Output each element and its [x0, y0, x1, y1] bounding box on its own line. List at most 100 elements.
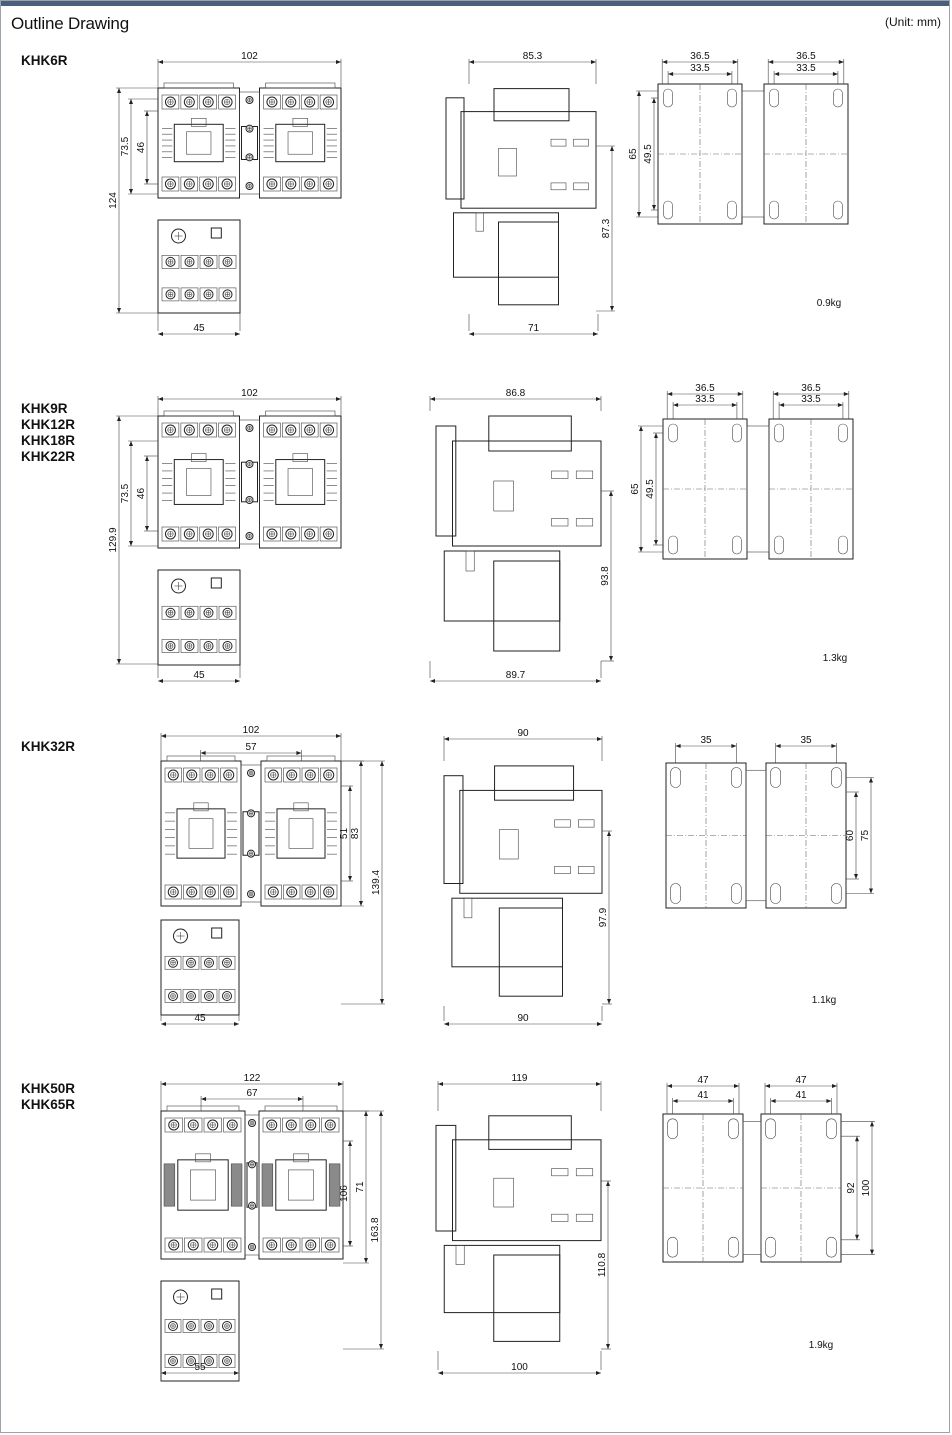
model-name: KHK6R	[21, 53, 68, 68]
front-view	[157, 82, 342, 314]
mounting-slot	[769, 88, 779, 108]
interlock-gap	[741, 90, 765, 218]
weight-label: 0.9kg	[817, 298, 841, 309]
terminal-screw-head	[248, 770, 254, 776]
dimension-label: 122	[244, 1073, 261, 1084]
terminal-cell	[300, 176, 319, 192]
contact-carrier	[186, 468, 212, 496]
side-terminal	[554, 819, 571, 828]
arrow-head	[200, 751, 206, 755]
terminal-cell	[184, 1117, 203, 1133]
terminal-screw-head	[188, 993, 194, 999]
arrow-head	[336, 734, 341, 738]
arrow-head	[728, 1099, 734, 1103]
dimension-label: 102	[241, 51, 258, 62]
page-title: Outline Drawing	[11, 14, 129, 33]
terminal-cell	[201, 884, 219, 900]
terminal-cell	[164, 1237, 183, 1253]
terminal-cell	[180, 605, 199, 620]
terminal-cell	[263, 176, 281, 192]
dimension-label: 87.3	[601, 218, 612, 238]
terminal-cell	[164, 1117, 183, 1133]
dimension-label: 57	[245, 742, 257, 753]
terminal-cell	[319, 422, 338, 438]
terminal-screw-head	[325, 426, 332, 434]
arrow-head	[234, 1371, 239, 1375]
arrow-head	[596, 397, 601, 401]
terminal-cell	[183, 884, 201, 900]
terminal-cell	[283, 767, 301, 783]
mounting-slot	[663, 88, 673, 108]
arrow-head	[731, 403, 737, 407]
terminal-screw-head	[170, 1358, 176, 1364]
dimension-label: 33.5	[695, 394, 715, 405]
contact-carrier	[288, 1169, 314, 1201]
arrow-head	[662, 60, 668, 64]
dimension-label: 47	[697, 1075, 709, 1086]
terminal-cell	[180, 176, 199, 192]
mounting-slot	[668, 423, 678, 443]
test-button	[210, 577, 222, 589]
terminal-cell	[161, 422, 180, 438]
side-overload-lower	[498, 221, 559, 306]
terminal-screw-head	[207, 771, 214, 779]
interlock-gap	[742, 1121, 762, 1255]
dimension-label: 100	[511, 1362, 528, 1373]
terminal-cell	[180, 526, 199, 542]
mounting-slot	[667, 1236, 678, 1258]
arrow-head	[654, 540, 658, 545]
mounting-slot	[833, 200, 843, 220]
arrow-head	[379, 1344, 383, 1349]
mounting-slot	[728, 1118, 739, 1140]
arrow-head	[832, 1084, 837, 1088]
terminal-cell	[218, 94, 236, 110]
terminal-screw-head	[170, 1323, 176, 1329]
arrow-head	[591, 60, 596, 64]
terminal-cell	[199, 526, 217, 542]
arrow-head	[158, 397, 163, 401]
arrow-head	[826, 1099, 832, 1103]
arrow-head	[380, 999, 384, 1004]
front-view	[157, 410, 342, 666]
terminal-screw-head	[327, 1121, 334, 1129]
coil-block	[173, 123, 224, 163]
dimension-label: 139.4	[371, 870, 382, 895]
terminal-cell	[282, 526, 300, 542]
terminal-cell	[183, 767, 201, 783]
terminal-screw-head	[188, 1358, 194, 1364]
arrow-head	[117, 659, 121, 664]
side-label-window	[493, 480, 514, 512]
side-din-clip	[445, 97, 465, 200]
terminal-cell	[164, 767, 182, 783]
terminal-cell	[218, 422, 236, 438]
terminal-cell	[263, 526, 281, 542]
terminal-screw-head	[288, 1121, 295, 1129]
arrow-head	[201, 1097, 207, 1101]
arrow-head	[129, 189, 133, 194]
terminal-cell	[164, 1319, 182, 1333]
terminal-cell	[180, 639, 199, 653]
top-accent-bar	[1, 1, 949, 6]
model-name: KHK32R	[21, 739, 76, 754]
dimension-label: 49.5	[645, 479, 656, 499]
arrow-head	[870, 1249, 874, 1255]
terminal-screw-head	[307, 771, 314, 779]
mounting-slot	[770, 883, 781, 904]
dimension-label: 102	[241, 388, 258, 399]
terminal-screw-head	[248, 891, 254, 897]
dimension-label: 75	[860, 830, 871, 842]
arrow-head	[430, 679, 435, 683]
top-terminal-cover	[264, 1105, 338, 1112]
terminal-screw-head	[224, 530, 231, 538]
arrow-head	[145, 456, 149, 461]
dimension-label: 163.8	[370, 1217, 381, 1242]
terminal-screw-head	[268, 1121, 275, 1129]
dimension-label: 55	[194, 1362, 206, 1373]
mounting-slot	[831, 767, 842, 788]
terminal-screw-head	[268, 180, 275, 188]
arrow-head	[348, 1141, 352, 1146]
terminal-cell	[218, 1354, 236, 1368]
terminal-cell	[180, 422, 199, 438]
